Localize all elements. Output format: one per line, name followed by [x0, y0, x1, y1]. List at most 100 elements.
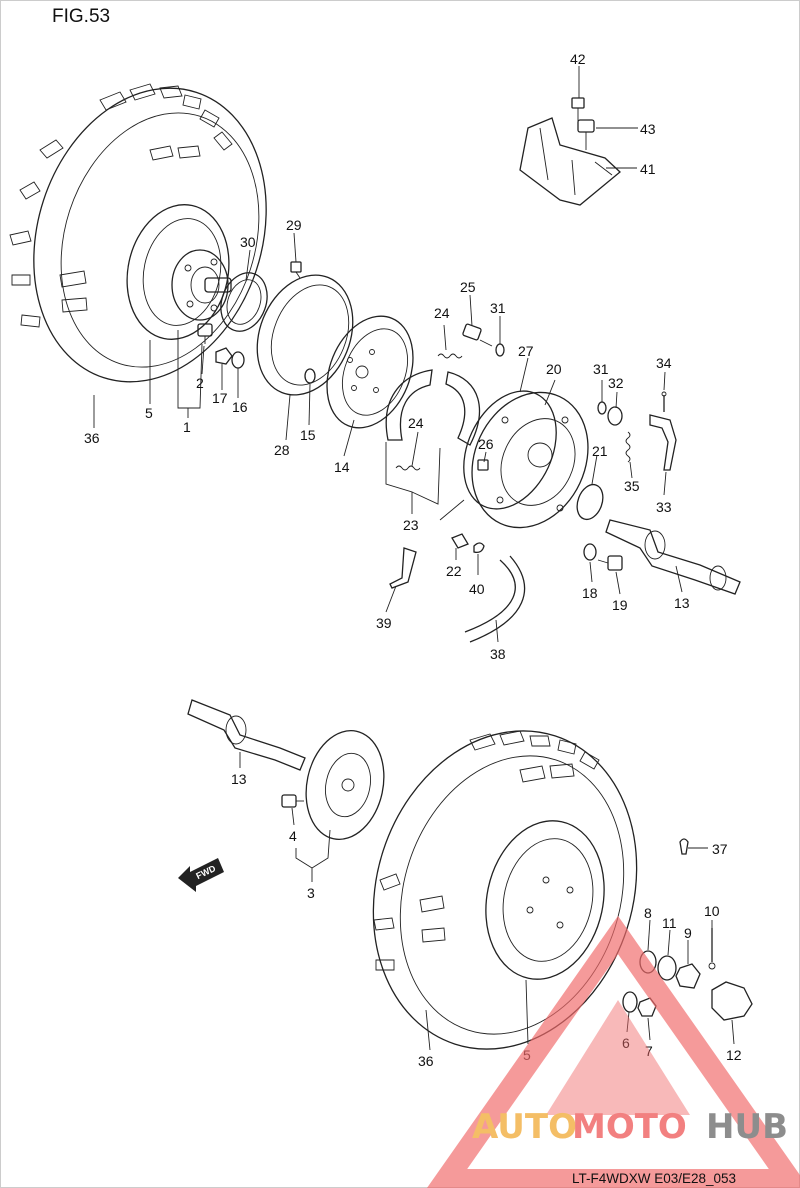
bolt-43[interactable]	[577, 119, 595, 150]
leader-lines	[93, 66, 735, 1051]
hub-cap-12[interactable]	[711, 981, 753, 1021]
callout-4: 4	[289, 828, 297, 844]
spring-35[interactable]	[625, 431, 631, 463]
cotter-pin-10[interactable]	[708, 928, 716, 970]
bracket-41[interactable]	[519, 117, 621, 206]
clamp-22[interactable]	[451, 533, 469, 549]
callout-26: 26	[478, 436, 494, 452]
callout-11: 11	[662, 915, 677, 931]
callout-22: 22	[446, 563, 462, 579]
pin-34[interactable]	[661, 391, 667, 412]
callout-40: 40	[469, 581, 485, 597]
breather-hose-38[interactable]	[464, 555, 526, 643]
brake-cover-28[interactable]	[240, 261, 370, 410]
callout-16: 16	[232, 399, 248, 415]
callout-labels: 42 43 41 29 30 25 31 24 27 20 31 32 34 2…	[84, 51, 742, 1069]
brake-shoe-23[interactable]	[385, 369, 481, 446]
spring-24-lower[interactable]	[395, 465, 421, 471]
bolt-26[interactable]	[477, 459, 489, 471]
callout-14: 14	[334, 459, 350, 475]
washer-18[interactable]	[583, 543, 597, 561]
bottom-wheel-rim-5[interactable]	[472, 810, 619, 991]
figure-code: LT-F4WDXW E03/E28_053	[572, 1171, 736, 1186]
callout-34: 34	[656, 355, 672, 371]
cam-lever-33[interactable]	[649, 414, 677, 471]
callout-25: 25	[460, 279, 476, 295]
bolt-19[interactable]	[597, 555, 623, 571]
o-ring-21[interactable]	[573, 481, 608, 523]
o-ring-31-lower[interactable]	[597, 401, 607, 415]
top-wheel-rim-5[interactable]	[115, 195, 241, 349]
callout-5-upper: 5	[145, 405, 153, 421]
watermark-text-auto: AUTO	[472, 1107, 577, 1147]
o-ring-31-upper[interactable]	[495, 343, 505, 357]
top-tire-36[interactable]	[0, 58, 303, 413]
callout-41: 41	[640, 161, 656, 177]
callout-36-lower: 36	[418, 1053, 434, 1069]
disc-bolt-4[interactable]	[281, 794, 304, 808]
nut-9[interactable]	[675, 963, 701, 989]
callout-19: 19	[612, 597, 628, 613]
washer-6[interactable]	[622, 991, 638, 1013]
callout-17: 17	[212, 390, 228, 406]
brake-disc-3[interactable]	[296, 723, 393, 846]
figure-title: FIG.53	[52, 6, 110, 27]
fwd-arrow: FWD	[178, 858, 224, 892]
callout-18: 18	[582, 585, 598, 601]
bleeder-25[interactable]	[462, 323, 493, 347]
washer-16[interactable]	[231, 351, 245, 369]
callout-9: 9	[684, 925, 692, 941]
callout-36-upper: 36	[84, 430, 100, 446]
o-ring-15[interactable]	[304, 368, 316, 384]
callout-13-upper: 13	[674, 595, 690, 611]
callout-43: 43	[640, 121, 656, 137]
washer-11[interactable]	[657, 955, 677, 981]
nut-17[interactable]	[215, 347, 233, 365]
callout-10: 10	[704, 903, 720, 919]
callout-31-upper: 31	[490, 300, 506, 316]
callout-3: 3	[307, 885, 315, 901]
callout-33: 33	[656, 499, 672, 515]
drive-shaft-13-upper[interactable]	[605, 519, 741, 595]
callout-13-lower: 13	[231, 771, 247, 787]
oil-seal-30[interactable]	[213, 266, 275, 337]
callout-23: 23	[403, 517, 419, 533]
callout-28: 28	[274, 442, 290, 458]
callout-8: 8	[644, 905, 652, 921]
callout-2: 2	[196, 375, 204, 391]
watermark-triangle	[426, 915, 800, 1188]
callout-20: 20	[546, 361, 562, 377]
bracket-39[interactable]	[389, 547, 417, 589]
callout-27: 27	[518, 343, 534, 359]
callout-7: 7	[645, 1043, 653, 1059]
hub-bolt-2[interactable]	[197, 323, 213, 344]
watermark-logo: AUTO MOTO HUB	[426, 915, 800, 1188]
spring-24-upper[interactable]	[437, 353, 463, 359]
callout-31-lower: 31	[593, 361, 609, 377]
bolt-29[interactable]	[290, 261, 302, 279]
top-hub-1[interactable]	[171, 249, 232, 321]
callout-38: 38	[490, 646, 506, 662]
callout-24-lower: 24	[408, 415, 424, 431]
callout-6: 6	[622, 1035, 630, 1051]
callout-21: 21	[592, 443, 608, 459]
cotter-pin-37[interactable]	[679, 838, 689, 855]
callout-35: 35	[624, 478, 640, 494]
callout-30: 30	[240, 234, 256, 250]
drive-shaft-13-lower[interactable]	[187, 699, 306, 771]
callout-29: 29	[286, 217, 302, 233]
bolt-42[interactable]	[571, 97, 585, 122]
callout-42: 42	[570, 51, 586, 67]
callout-39: 39	[376, 615, 392, 631]
watermark-text-moto: MOTO	[572, 1107, 687, 1147]
watermark-text-hub: HUB	[706, 1107, 788, 1147]
gasket-27[interactable]	[446, 376, 575, 524]
washer-32[interactable]	[607, 406, 623, 426]
callout-24-upper: 24	[434, 305, 450, 321]
clip-40[interactable]	[473, 542, 485, 554]
callout-15: 15	[300, 427, 316, 443]
brake-panel-20[interactable]	[451, 373, 610, 546]
callout-32: 32	[608, 375, 624, 391]
callout-37: 37	[712, 841, 728, 857]
callout-1: 1	[183, 419, 191, 435]
